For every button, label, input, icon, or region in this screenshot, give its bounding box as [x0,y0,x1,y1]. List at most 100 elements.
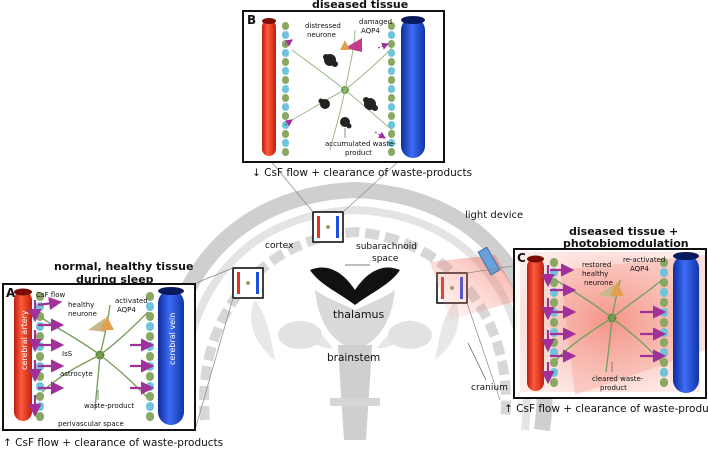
endfoot [146,402,154,411]
endfoot [146,372,154,381]
endfoot [388,130,395,138]
a-perivascular: perivascular space [58,420,124,428]
endfoot [388,121,395,129]
a-astrocyte: astrocyte [60,370,93,378]
endfoot [36,392,44,401]
endfoot [388,148,395,156]
endfoot [660,258,668,267]
endfoot [550,378,558,387]
endfoot [282,31,289,39]
c-restored-3: neurone [584,279,613,287]
endfoot [550,298,558,307]
a-activated-1: activated [115,297,148,305]
endfoot [36,322,44,331]
panel-c-title-2: photobiomodulation [563,237,689,250]
label-light-device: light device [465,210,523,221]
panel-c-title-1: diseased tissue + [569,225,678,238]
c-restored-2: healthy [582,270,608,278]
endfoot [146,352,154,361]
light-device-icon [477,246,501,276]
endfoot [388,139,395,147]
endfoot [146,342,154,351]
endfoot [282,130,289,138]
panel-c: diseased tissue + photobiomodulation C [504,225,708,415]
endfoot [388,22,395,30]
panel-a-letter: A [6,286,16,300]
endfoot [36,332,44,341]
endfoot [660,368,668,377]
endfoot [660,378,668,387]
endfoot [660,278,668,287]
endfoot [282,94,289,102]
panel-a-title-2: during sleep [76,273,154,286]
endfoot [550,358,558,367]
endfoot [550,258,558,267]
endfoot [146,292,154,301]
endfoot [660,338,668,347]
endfoot [282,58,289,66]
panel-b: diseased tissue B distresse [242,0,472,179]
endfoot [388,40,395,48]
waste-clumps [318,54,378,129]
panel-c-letter: C [517,251,526,265]
inset-a-marker [232,267,264,299]
b-damaged-2: AQP4 [361,27,380,35]
endfoot [282,148,289,156]
c-cleared-2: product [600,384,627,392]
endfoot [388,85,395,93]
b-damaged-1: damaged [359,18,392,26]
a-waste: waste-product [84,402,134,410]
endfoot [660,298,668,307]
endfoot [388,58,395,66]
label-thalamus: thalamus [333,308,385,321]
c-cleared-1: cleared waste- [592,375,644,383]
endfoot [388,94,395,102]
endfoot [282,22,289,30]
endfoot [388,31,395,39]
endfoot [388,112,395,120]
endfoot [36,342,44,351]
endfoot [388,67,395,75]
endfoot [146,382,154,391]
endfoot [550,318,558,327]
endfoot [36,382,44,391]
panel-b-letter: B [247,13,256,27]
endfoot [388,103,395,111]
endfoot [660,328,668,337]
a-cerebral-vein: cerebral vein [168,313,177,365]
endfoot [282,67,289,75]
endfoot [550,278,558,287]
endfoot [550,338,558,347]
panel-b-caption: ↓ CsF flow + clearance of waste-products [252,167,472,179]
endfoot [282,103,289,111]
endfoot [282,76,289,84]
connector-lines [194,159,521,431]
endfoot [146,332,154,341]
endfoot [36,412,44,421]
endfoot [36,372,44,381]
endfoot [146,302,154,311]
inset-b-marker [312,211,344,243]
a-iss: IsS [62,350,73,358]
panel-c-caption: ↑ CsF flow + clearance of waste-products [504,403,708,415]
endfoot [660,268,668,277]
endfoot [282,49,289,57]
panel-a-caption: ↑ CsF flow + clearance of waste-products [3,437,223,449]
endfoot [282,112,289,120]
b-waste-1: accumulated waste- [325,140,396,148]
label-cranium: cranium [471,383,508,393]
a-healthy-2: neurone [68,310,97,318]
endfoot [36,402,44,411]
label-brainstem: brainstem [327,352,380,364]
panel-a-title-1: normal, healthy tissue [54,260,193,273]
endfoot [282,85,289,93]
b-distressed-2: neurone [307,31,336,39]
a-healthy-1: healthy [68,301,94,309]
panel-b-title: diseased tissue [312,0,408,11]
endfoot [550,328,558,337]
label-subarachnoid-1: subarachnoid [356,242,417,252]
a-csf-flow: CsF flow [36,291,65,299]
endfoot [388,49,395,57]
